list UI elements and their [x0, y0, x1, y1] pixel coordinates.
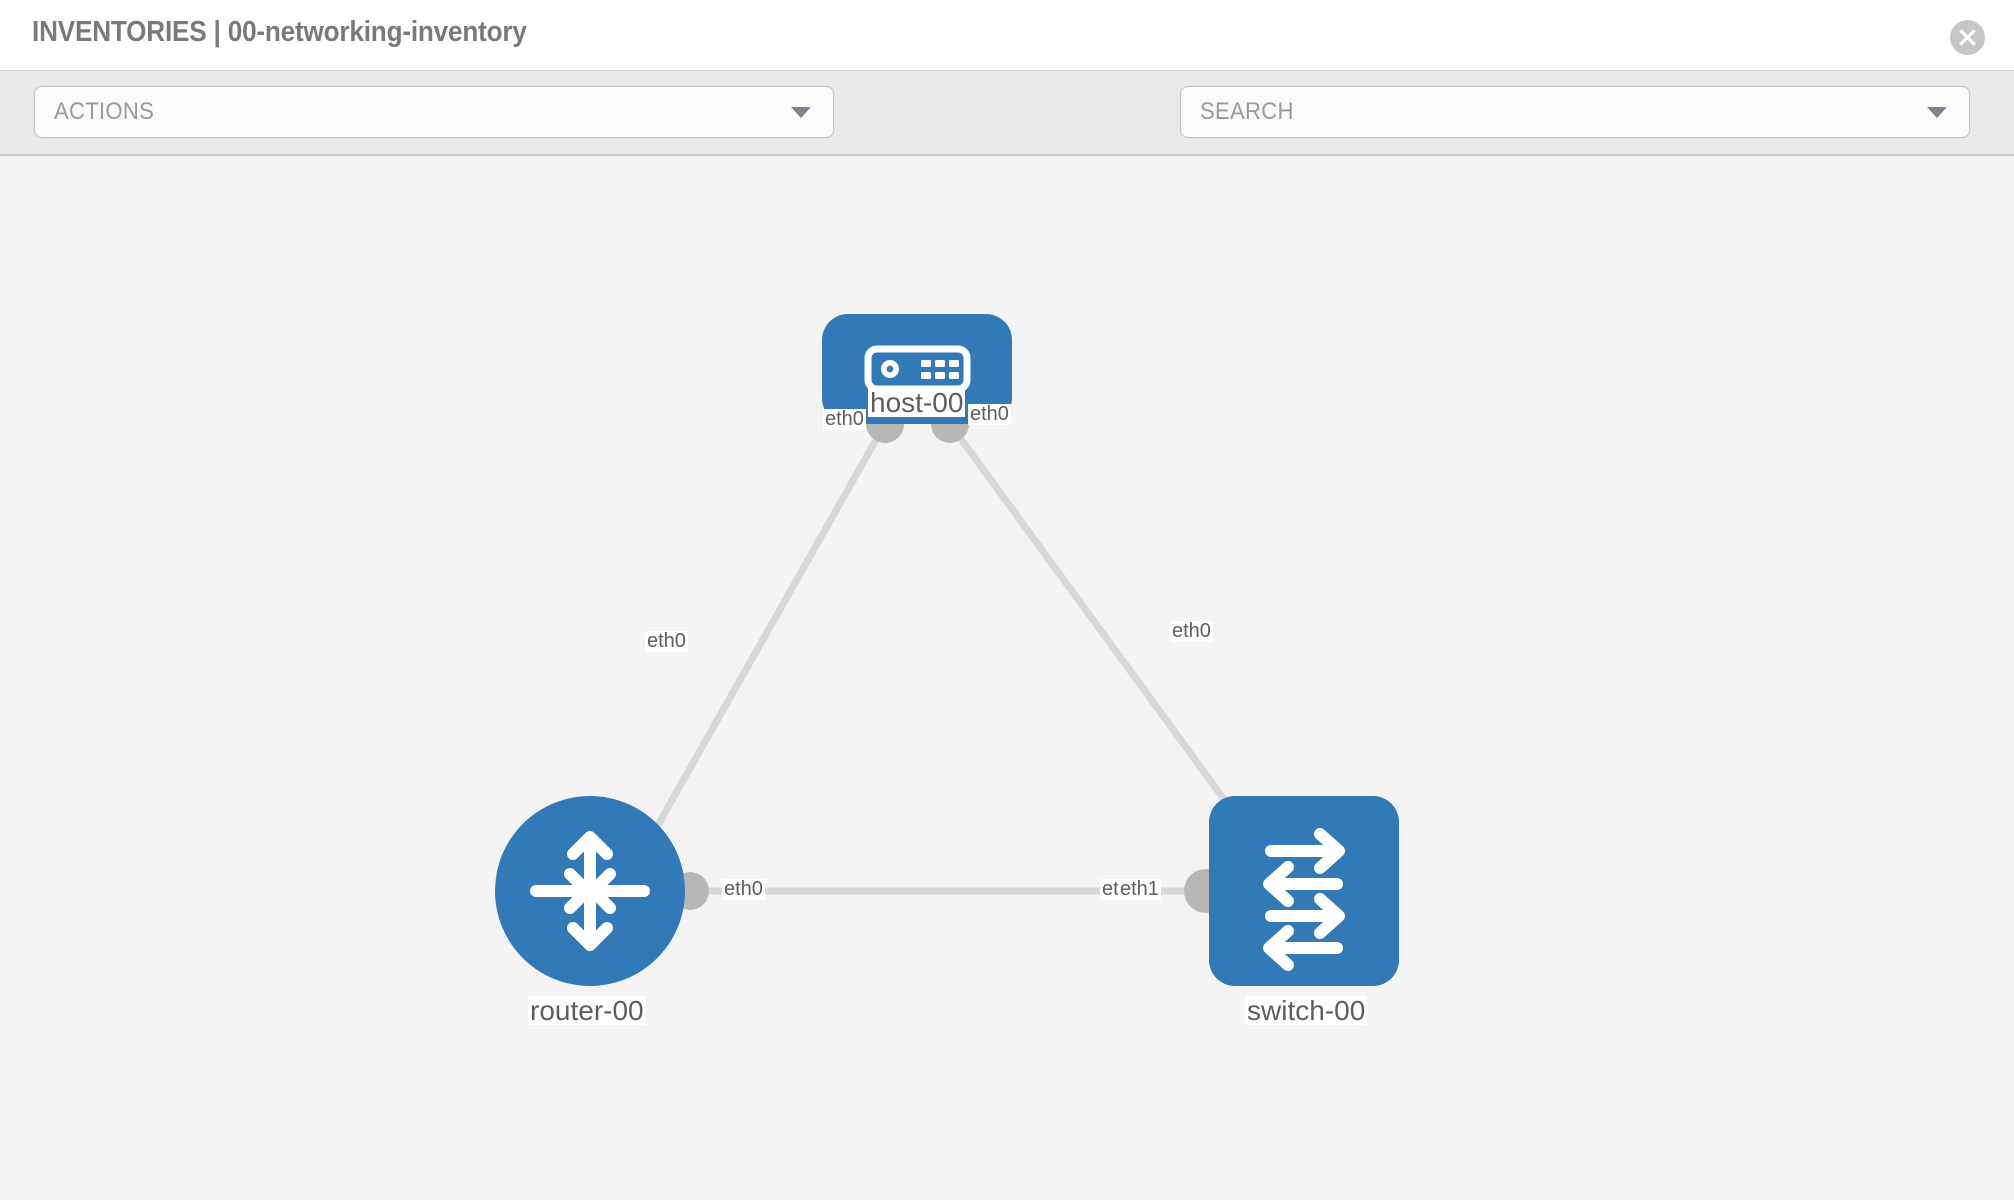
actions-dropdown-label: ACTIONS — [54, 98, 155, 125]
close-icon[interactable] — [1950, 20, 1985, 55]
page-header: INVENTORIES | 00-networking-inventory — [0, 0, 2014, 70]
interface-label-router-right: eth0 — [722, 878, 765, 900]
search-input[interactable]: SEARCH — [1180, 86, 1970, 138]
node-label-host-00: host-00 — [868, 387, 966, 418]
chevron-down-icon — [1927, 107, 1947, 118]
chevron-down-icon — [791, 107, 811, 118]
interface-label-host-right: eth0 — [968, 403, 1011, 425]
node-router-00[interactable] — [495, 796, 685, 986]
edge-host-switch — [947, 421, 1248, 831]
topology-canvas[interactable]: eth0 host-00 eth0 eth0 eth0 eth0 eth eth… — [0, 156, 2014, 1200]
topology-edges — [642, 405, 1268, 913]
connector-dots — [671, 405, 1268, 913]
search-placeholder: SEARCH — [1200, 98, 1294, 125]
page-title: INVENTORIES | 00-networking-inventory — [32, 16, 527, 48]
actions-dropdown[interactable]: ACTIONS — [34, 86, 834, 138]
interface-label-host-left: eth0 — [823, 408, 866, 430]
node-label-switch-00: switch-00 — [1245, 995, 1368, 1026]
toolbar: ACTIONS SEARCH — [0, 70, 2014, 203]
edge-host-router — [642, 422, 889, 848]
router-arrows-icon — [530, 831, 650, 951]
interface-label-switch-up: eth0 — [1170, 620, 1213, 642]
interface-label-router-up: eth0 — [645, 630, 688, 652]
switch-arrows-icon — [1263, 828, 1345, 971]
node-label-router-00: router-00 — [528, 995, 646, 1026]
interface-label-switch-left-b: eth1 — [1118, 878, 1161, 900]
node-switch-00[interactable] — [1209, 796, 1399, 986]
